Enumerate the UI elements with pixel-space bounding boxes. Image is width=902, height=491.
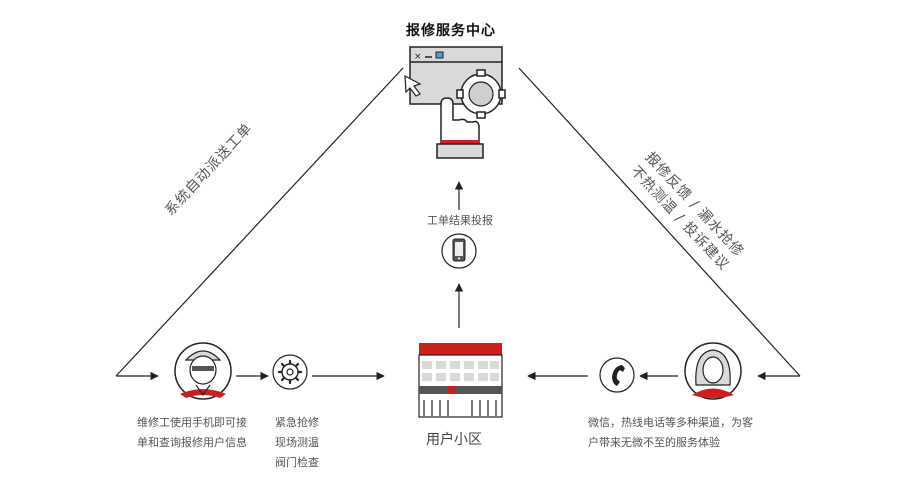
left-diagonal-line bbox=[115, 67, 404, 377]
worker-avatar-icon bbox=[174, 342, 232, 400]
service-item-onsite-temperature: 现场测温 bbox=[275, 436, 319, 449]
customer-caption-line1: 微信，热线电话等多种渠道，为客 bbox=[588, 416, 753, 429]
service-item-valve-check: 阀门检查 bbox=[275, 456, 319, 469]
service-center-title: 报修服务中心 bbox=[406, 23, 496, 39]
maintenance-gear-icon bbox=[272, 354, 308, 390]
community-label: 用户小区 bbox=[426, 432, 482, 448]
customer-avatar-icon bbox=[684, 342, 742, 400]
mobile-phone-icon bbox=[441, 233, 477, 269]
service-list: 紧急抢修 现场测温 阀门检查 bbox=[275, 413, 319, 473]
customer-caption: 微信，热线电话等多种渠道，为客 户带来无微不至的服务体验 bbox=[588, 413, 753, 453]
report-flow-label: 工单结果投报 bbox=[427, 214, 493, 227]
service-center-icon: × bbox=[404, 46, 506, 159]
service-item-emergency-repair: 紧急抢修 bbox=[275, 416, 319, 429]
worker-caption: 维修工使用手机即可接 单和查询报修用户信息 bbox=[137, 413, 247, 453]
customer-caption-line2: 户带来无微不至的服务体验 bbox=[588, 436, 720, 449]
telephone-icon bbox=[599, 357, 635, 393]
community-building-icon bbox=[418, 343, 503, 418]
worker-caption-line1: 维修工使用手机即可接 bbox=[137, 416, 247, 429]
worker-caption-line2: 单和查询报修用户信息 bbox=[137, 436, 247, 449]
right-diagonal-line bbox=[518, 67, 801, 377]
svg-text:×: × bbox=[414, 52, 422, 62]
